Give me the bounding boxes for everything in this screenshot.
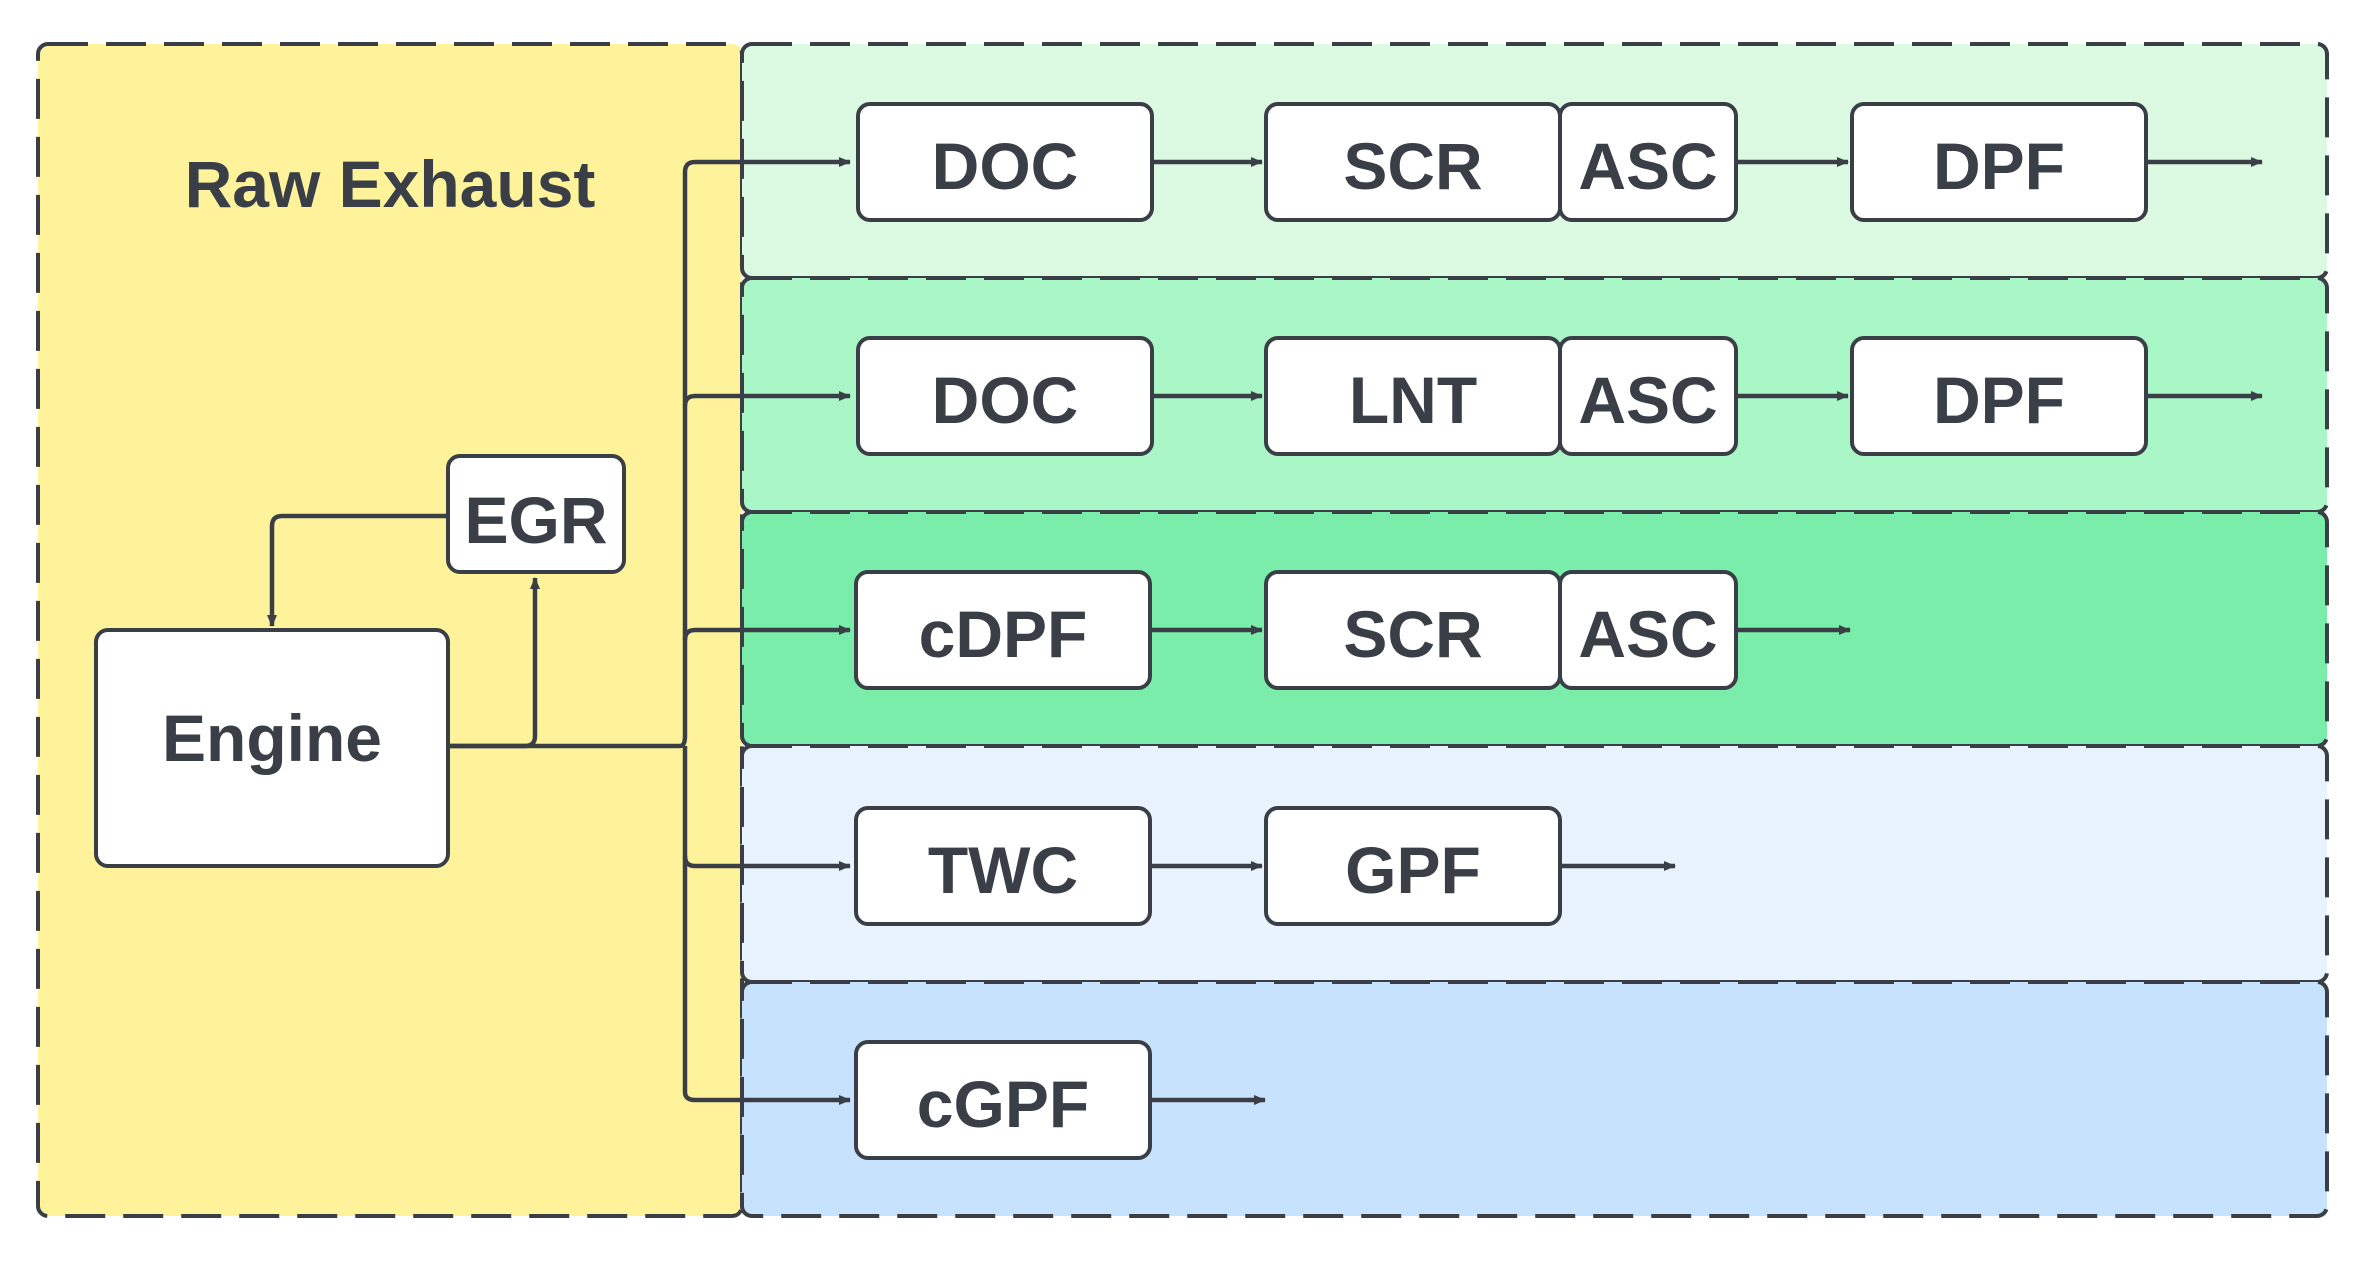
svg-text:DPF: DPF [1933, 363, 2065, 437]
row-4-twc-node: TWC [854, 806, 1152, 926]
row-3-scr-node: SCR [1264, 570, 1562, 690]
svg-text:SCR: SCR [1343, 597, 1482, 671]
row-2-dpf-node: DPF [1850, 336, 2148, 456]
svg-text:cDPF: cDPF [919, 597, 1088, 671]
svg-text:LNT: LNT [1349, 363, 1477, 437]
connectors [267, 157, 2263, 1105]
row-4-gpf-node: GPF [1264, 806, 1562, 926]
svg-text:DOC: DOC [932, 129, 1079, 203]
row-1-doc-node: DOC [856, 102, 1154, 222]
row-2-doc-node: DOC [856, 336, 1154, 456]
row-1-dpf-node: DPF [1850, 102, 2148, 222]
svg-text:DOC: DOC [932, 363, 1079, 437]
row-1-scr-node: SCR [1264, 102, 1562, 222]
svg-text:DPF: DPF [1933, 129, 2065, 203]
engine-node: Engine [94, 628, 450, 868]
svg-text:Engine: Engine [162, 701, 382, 775]
svg-text:EGR: EGR [464, 483, 607, 557]
row-3-cdpf-node: cDPF [854, 570, 1152, 690]
egr-node: EGR [446, 454, 626, 574]
svg-text:TWC: TWC [928, 833, 1078, 907]
row-2-lnt-node: LNT [1264, 336, 1562, 456]
row-3-asc-node: ASC [1558, 570, 1738, 690]
raw-exhaust-title: Raw Exhaust [185, 147, 596, 221]
row-1-asc-node: ASC [1558, 102, 1738, 222]
svg-text:ASC: ASC [1578, 597, 1717, 671]
svg-text:SCR: SCR [1343, 129, 1482, 203]
row-2-asc-node: ASC [1558, 336, 1738, 456]
svg-text:ASC: ASC [1578, 129, 1717, 203]
svg-text:GPF: GPF [1345, 833, 1481, 907]
row-5-cgpf-node: cGPF [854, 1040, 1152, 1160]
svg-text:ASC: ASC [1578, 363, 1717, 437]
svg-text:cGPF: cGPF [917, 1067, 1089, 1141]
